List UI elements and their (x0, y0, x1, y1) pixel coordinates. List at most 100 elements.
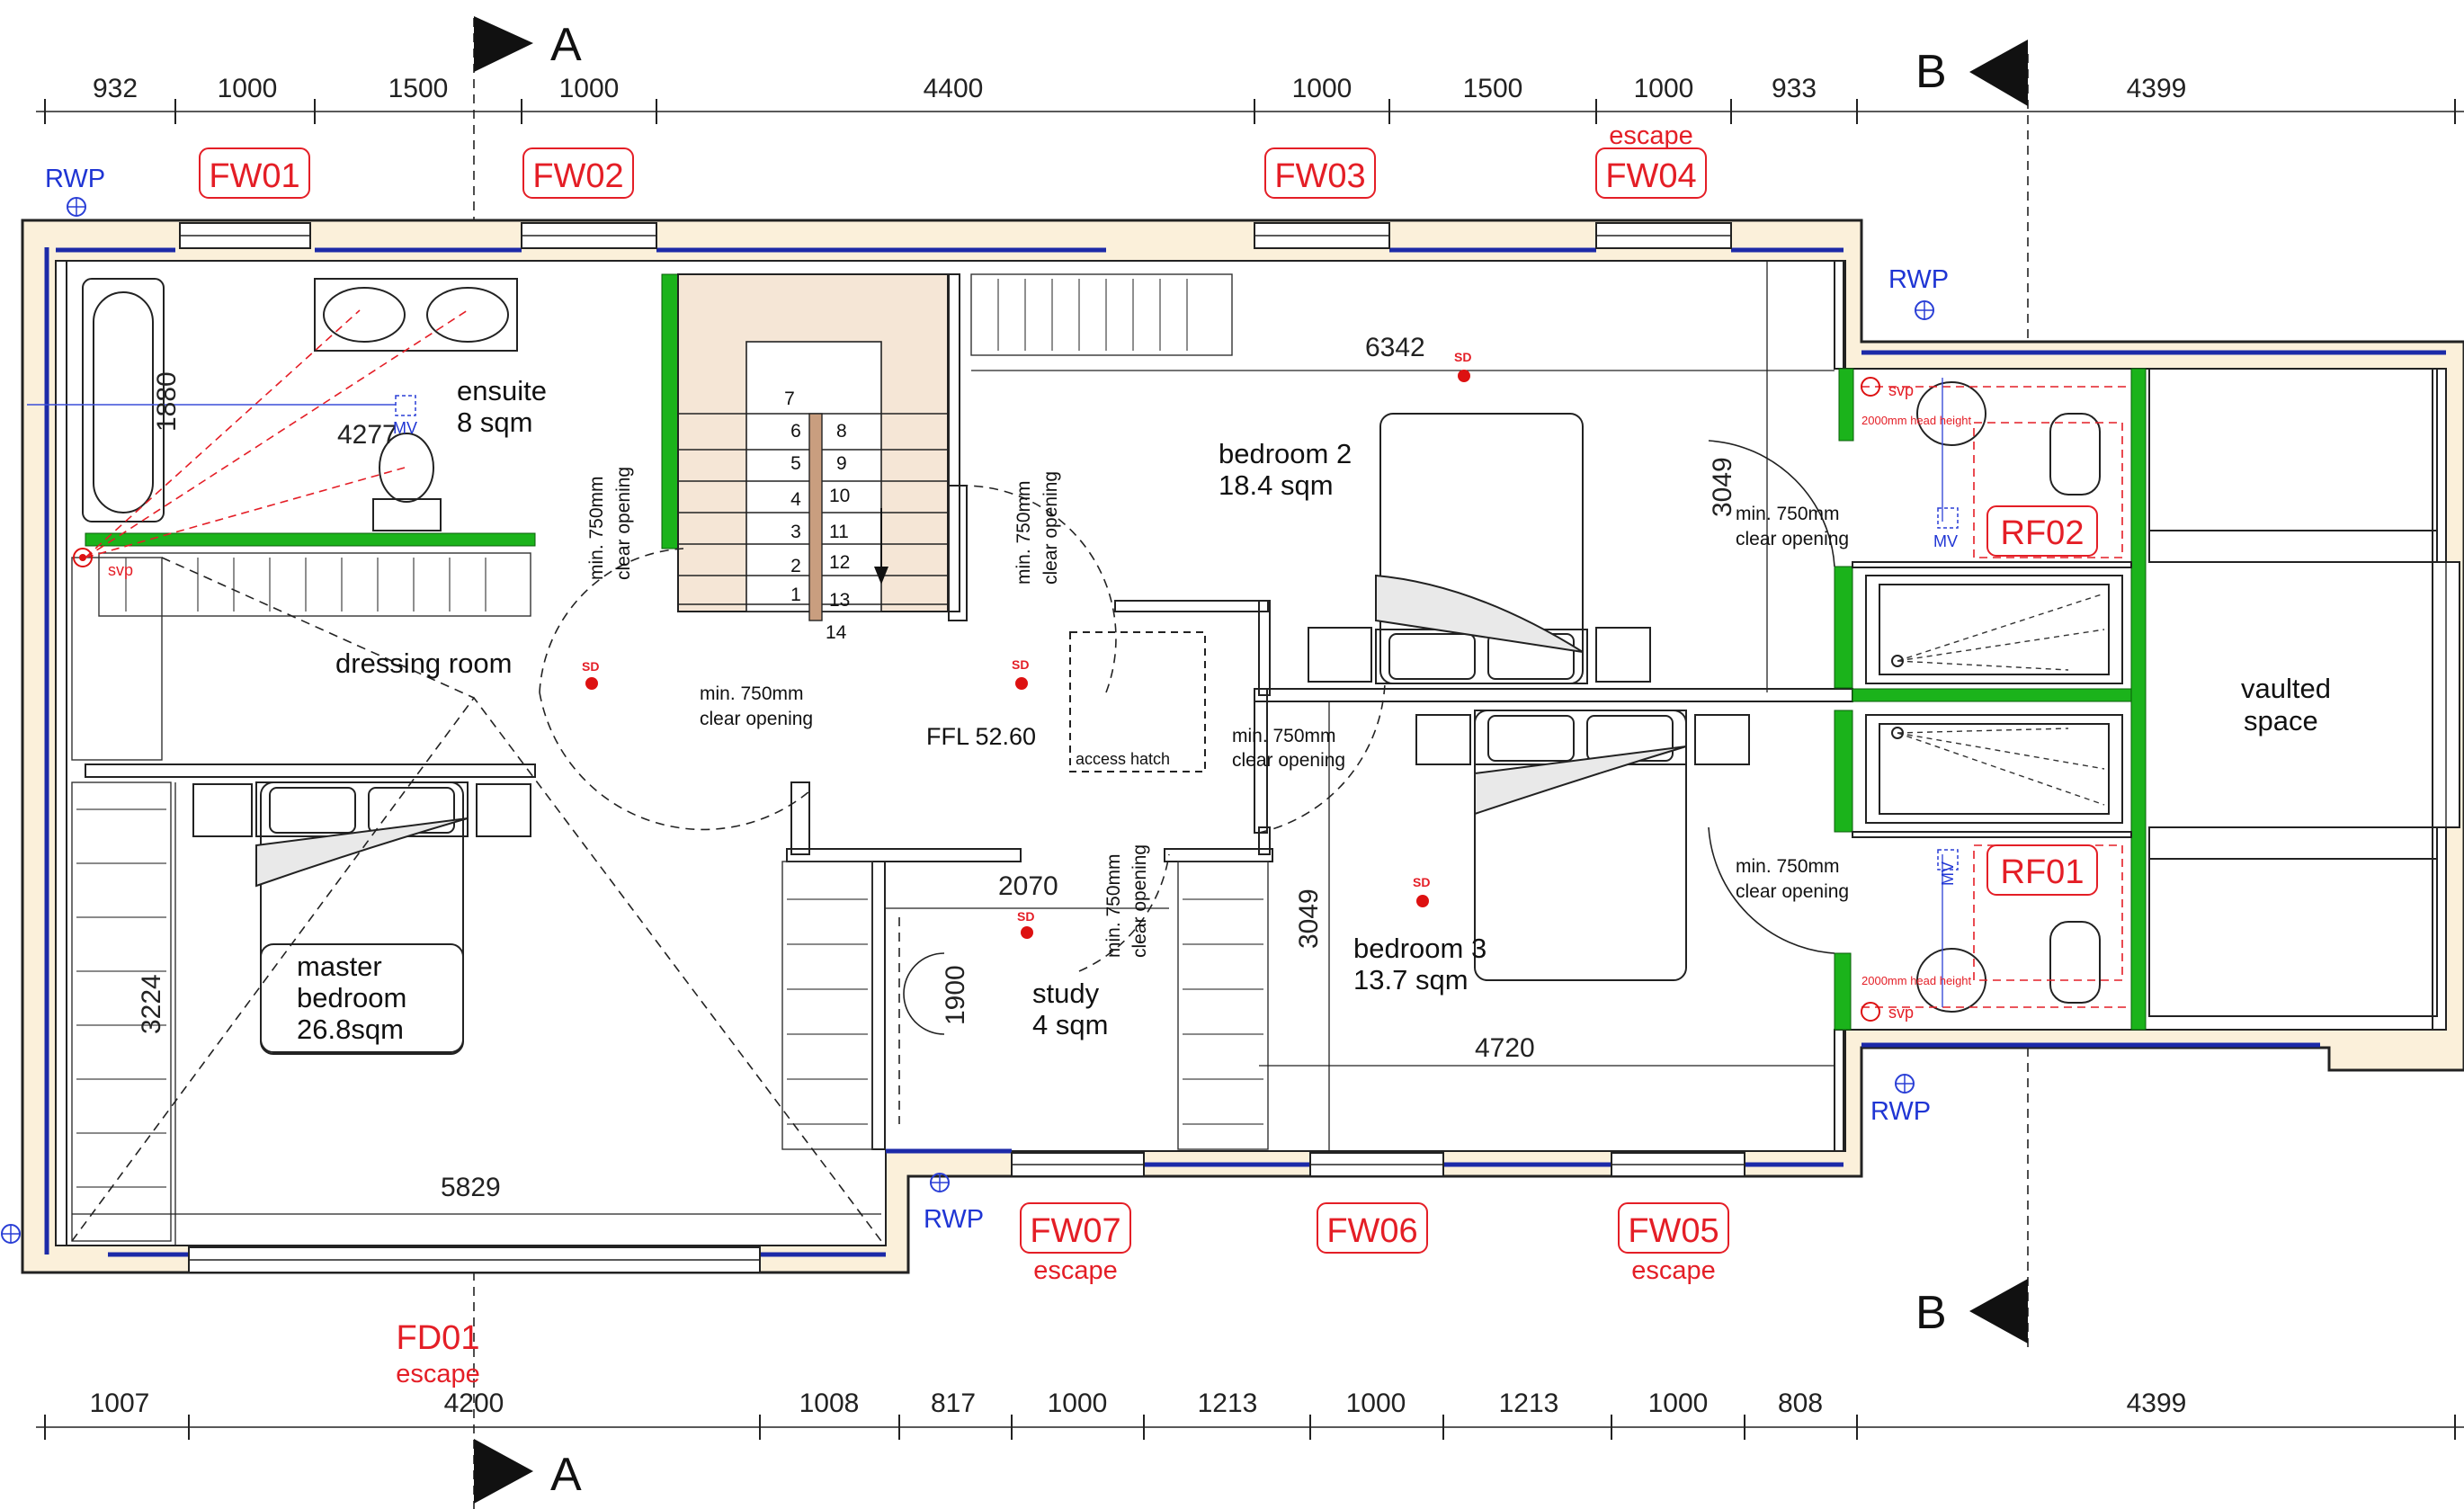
top-dim-8: 1000 (1634, 74, 1694, 103)
sd-label-4: SD (1413, 875, 1430, 889)
bedroom-2-area: 18.4 sqm (1219, 469, 1334, 501)
ensuite-fittings (82, 278, 518, 531)
door-swings (539, 440, 1835, 1124)
bedroom-2-label: bedroom 2 (1219, 438, 1352, 469)
master-area: 26.8sqm (297, 1013, 404, 1045)
sd-label-1: SD (1454, 350, 1471, 364)
bottom-dim-4: 817 (931, 1388, 976, 1418)
stair-step-10: 10 (829, 486, 850, 506)
pod-toilet-top-icon (2049, 413, 2101, 496)
smoke-detectors: SD SD SD SD SD (582, 350, 1471, 939)
stair-step-4: 4 (790, 489, 801, 510)
top-dim-1: 932 (93, 74, 138, 103)
vaulted-label-2: space (2244, 705, 2318, 737)
stair-step-7: 7 (784, 388, 795, 409)
stair-step-2: 2 (790, 556, 801, 576)
bottom-dim-9: 1000 (1648, 1388, 1709, 1418)
rwp-label-4: RWP (924, 1205, 984, 1234)
escape-fw07: escape (1033, 1256, 1118, 1285)
svp-label-2: svp (1888, 381, 1914, 399)
svp-label-1: svp (108, 561, 133, 579)
head-height-note-top: 2000mm head height (1861, 414, 1972, 427)
ffl-label: FFL 52.60 (926, 723, 1036, 750)
bedroom-3-label: bedroom 3 (1353, 933, 1486, 964)
room-labels: ensuite 8 sqm dressing room master bedro… (260, 375, 2331, 1055)
top-dimension-line: 932 1000 1500 1000 4400 1000 1500 1000 9… (36, 74, 2464, 124)
wardrobes (71, 273, 1269, 1242)
stair-step-12: 12 (829, 552, 850, 573)
top-dim-3: 1500 (388, 74, 449, 103)
stair-step-11: 11 (829, 522, 849, 542)
bottom-dim-7: 1000 (1346, 1388, 1406, 1418)
pod-toilet-bottom-icon (2049, 921, 2101, 1004)
clear-opening-5-b: clear opening (1129, 844, 1150, 958)
clear-opening-7-a: min. 750mm (1736, 856, 1840, 877)
bottom-dim-5: 1000 (1048, 1388, 1108, 1418)
stair-step-6: 6 (790, 421, 801, 442)
external-walls (21, 219, 2464, 1274)
toilet-icon (372, 498, 442, 531)
clear-opening-4-b: clear opening (1232, 750, 1345, 771)
master-label-1: master (297, 951, 382, 982)
window-tags: FW01 FW02 FW03 FW04 escape FW07 escape F… (199, 121, 2098, 1388)
tag-fw07: FW07 (1030, 1212, 1120, 1250)
clear-opening-5-a: min. 750mm (1103, 853, 1124, 958)
top-dim-6: 1000 (1292, 74, 1353, 103)
service-markers: svp svp svp MV MV MV 2000mm head height … (73, 377, 1972, 1022)
bedroom-2-height-dim: 3049 (1708, 457, 1737, 517)
stair-step-3: 3 (790, 522, 801, 542)
stair-step-13: 13 (829, 590, 850, 611)
clear-opening-6-b: clear opening (1736, 529, 1849, 549)
washbasin-icon (314, 278, 518, 352)
clear-opening-4-a: min. 750mm (1232, 726, 1336, 746)
mv-label-2: MV (1933, 532, 1958, 550)
study-width-dim: 2070 (998, 871, 1058, 901)
drainage-runs (27, 309, 1943, 1007)
smoke-detector-icon (1458, 370, 1470, 382)
top-dim-7: 1500 (1463, 74, 1523, 103)
stair-step-9: 9 (836, 453, 847, 474)
ensuite-label: ensuite (457, 375, 547, 406)
sd-label-5: SD (1017, 909, 1034, 924)
tag-fd01: FD01 (397, 1319, 480, 1357)
bottom-dim-1: 1007 (90, 1388, 150, 1418)
clear-opening-1-b: clear opening (613, 467, 634, 580)
svp-icon (1861, 377, 1880, 397)
svp-icon (1861, 1002, 1880, 1022)
rwp-label-2: RWP (1888, 265, 1949, 294)
escape-fd01: escape (396, 1360, 480, 1388)
shower-tray-top-icon (1865, 575, 2123, 684)
stair-step-14: 14 (826, 622, 847, 643)
rwp-label-3: RWP (1870, 1097, 1931, 1126)
mv-fan-icon (1937, 507, 1959, 529)
svp-icon (73, 548, 93, 567)
stair-step-5: 5 (790, 453, 801, 474)
bottom-dimension-line: 1007 4200 1008 817 1000 1213 1000 1213 1… (36, 1388, 2464, 1440)
clear-opening-notes: min. 750mm clear opening min. 750mm clea… (586, 467, 1849, 958)
clear-opening-2-a: min. 750mm (1013, 480, 1034, 585)
study-label: study (1032, 978, 1100, 1009)
clear-opening-1-a: min. 750mm (586, 476, 607, 580)
bottom-dim-8: 1213 (1499, 1388, 1559, 1418)
dressing-room-label: dressing room (335, 647, 512, 679)
tag-fw03: FW03 (1274, 157, 1365, 195)
bottom-dim-11: 4399 (2127, 1388, 2187, 1418)
mv-label-1: MV (393, 419, 417, 437)
bottom-dim-6: 1213 (1198, 1388, 1258, 1418)
section-b-top-label: B (1915, 46, 1947, 98)
clear-opening-6-a: min. 750mm (1736, 504, 1840, 524)
bathtub-icon (82, 278, 165, 522)
tag-fw06: FW06 (1326, 1212, 1417, 1250)
bedroom-3-width-dim: 4720 (1475, 1033, 1535, 1063)
bottom-dim-10: 808 (1778, 1388, 1823, 1418)
rwp-label-1: RWP (45, 165, 105, 193)
internal-walls (85, 273, 2438, 1150)
mv-label-3: MV (1939, 862, 1957, 886)
tag-fw01: FW01 (209, 157, 299, 195)
ensuite-width-dim: 4277 (337, 420, 397, 450)
master-width-dim: 5829 (441, 1173, 501, 1202)
smoke-detector-icon (1015, 677, 1028, 690)
smoke-detector-icon (1021, 926, 1033, 939)
pod-basin-top-icon (1916, 381, 1986, 446)
section-b-bottom-label: B (1915, 1287, 1947, 1339)
